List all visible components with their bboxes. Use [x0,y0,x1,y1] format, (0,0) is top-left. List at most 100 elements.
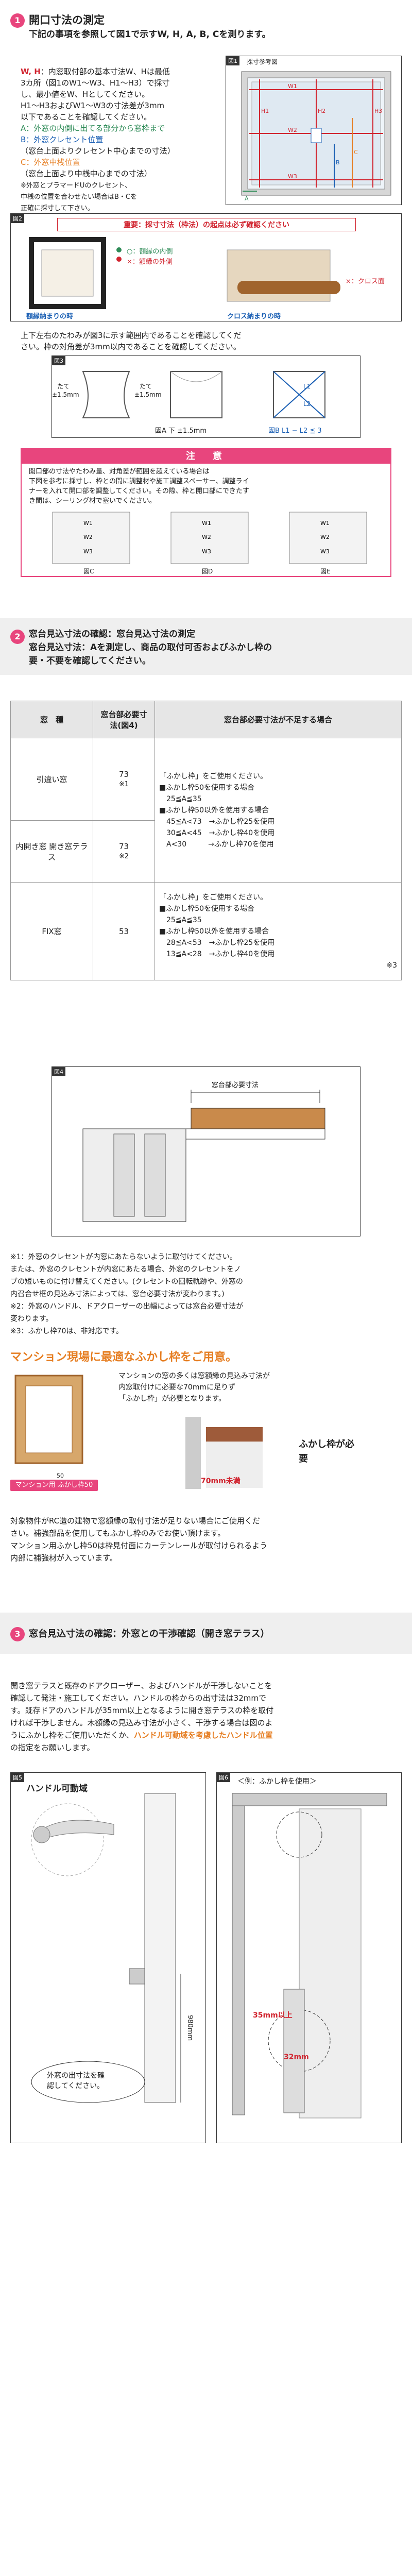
footnote-line: 変わります。 [10,1315,53,1323]
figure-4: 図4 窓台部必要寸法 [52,1066,360,1236]
figure-2-caption-1: 額縁納まりの時 [26,313,74,320]
l1-label: L1 [303,383,311,390]
sill-section-diagram [82,1090,325,1222]
footnote-line: 内召合せ框の見込み寸法によっては、窓台必要寸法が変わります。) [10,1290,225,1298]
row-value: 73※2 [93,820,155,883]
b-description: B：外窓クレセント位置 [21,135,104,144]
caution-caption-e: 図E [320,568,331,575]
caution-caption-c: 図C [83,568,94,575]
figure-4-label: 図4 [52,1067,65,1076]
frame-start-point-diagram [29,237,340,309]
c-detail: （窓台上面より中桟中心までの寸法） [21,169,152,178]
figure-5-title: ハンドル可動域 [26,1784,88,1794]
svg-text:W2: W2 [202,534,211,540]
a-description: A：外窓の内側に出てる部分から窓枠まで [21,124,165,133]
row-mark: ※2 [118,852,129,860]
caution-line: ナーを入れて開口部を調整してください。その際、枠と開口部にできたす [29,487,249,495]
diagonal-line: さい。枠の対角差が3mm以内であることを確認してください。 [21,342,241,351]
figure-a-caption: 図A 下 ±1.5mm [155,427,207,435]
figure-1-title: 採寸参考図 [247,58,278,65]
wh-line: 以下であることを確認してください。 [21,112,151,122]
section-2-bottom-text: 対象物件がRC造の建物で窓額縁の取付寸法が足りない場合にご使用くだ さい。補強部… [10,1515,402,1564]
section-2-title-line: 要・不要を確認してください。 [29,656,151,666]
figure-2-title: 重要：採寸寸法（枠法）の起点は必ず確認ください [57,218,356,231]
desc-line: ■ふかし枠50以外を使用する場合 [159,927,269,936]
row-value-text: 73 [118,769,129,779]
desc-line: ■ふかし枠50を使用する場合 [159,904,255,913]
s3-highlight: ハンドル可動域を考慮したハンドル位置 [133,1731,273,1740]
promo-line: 「ふかし枠」が必要となります。 [118,1395,226,1403]
row-kind: 内開き窓 開き窓テラス [10,820,93,883]
figure-6-32: 32mm [284,2053,309,2061]
section-2-footnotes: ※1：外窓のクレセントが内窓にあたらないように取付けてください。 または、外窓の… [10,1251,402,1337]
frame-size-table: 窓 種 窓台部必要寸法(図4) 窓台部必要寸法が不足する場合 引違い窓 73※1… [10,701,402,980]
section-2-header-band [0,618,412,675]
desc-line: ■ふかし枠50以外を使用する場合 [159,806,269,815]
label-w3: W3 [288,173,297,180]
b-detail: （窓台上面よりクレセント中心までの寸法） [21,146,175,156]
tate-pm-label-2: ±1.5mm [134,391,162,398]
figure-5-980: 980mm [186,2015,194,2041]
section-2-title-line: 窓台見込寸法の確認：窓台見込寸法の測定 [29,629,195,639]
bottom-line: マンション用ふかし枠50は枠見付面にカーテンレールが取付けられるよう [10,1541,268,1550]
row-value-text: 73 [118,841,129,851]
desc-line: 30≦A<45 →ふかし枠40を使用 [159,828,275,837]
col-required-size: 窓台部必要寸法(図4) [93,701,155,738]
bottom-line: 対象物件がRC造の建物で窓額縁の取付寸法が足りない場合にご使用くだ [10,1516,260,1526]
col-shortage-case: 窓台部必要寸法が不足する場合 [154,701,402,738]
desc-line: 25≦A≦35 [159,916,202,924]
row-kind: 引違い窓 [10,738,93,821]
flush-frame-example-diagram [232,1793,387,2119]
label-h2: H2 [318,108,325,114]
promo-frame-image [14,1375,83,1464]
promo-50-label: 50 [57,1472,64,1479]
desc-line: 13≦A<28 →ふかし枠40を使用 [159,950,275,958]
bottom-line: さい。補強部品を使用してもふかし枠のみでお使い頂けます。 [10,1529,226,1538]
row-mark: ※3 [386,961,397,970]
table-row: 内開き窓 開き窓テラス 73※2 [10,820,402,883]
c-note: 中桟の位置を合わせたい場合はB・Cを [21,193,137,201]
tate-label: たて [57,383,70,390]
cross-surface-label: ×：クロス面 [346,278,385,285]
section-3-text: 開き窓テラスと既存のドアクローザー、およびハンドルが干渉しないことを 確認して発… [10,1680,402,1754]
promo-line: 内窓取付けに必要な70mmに足りず [118,1383,236,1392]
desc-line: 「ふかし枠」をご使用ください。 [159,893,267,902]
svg-text:W1: W1 [202,520,211,527]
footnote-line: ※3：ふかし枠70は、非対応です。 [10,1327,124,1335]
handle-range-diagram [31,1793,181,2103]
s3-line: 確認して発注・施工してください。ハンドルの枠からの出寸法は32mmで [10,1693,266,1703]
caution-caption-d: 図D [202,568,213,575]
caution-heading: 注 意 [22,449,390,464]
wh-line: H1〜H3およびW1〜W3の寸法差が3mm [21,101,165,110]
label-w1: W1 [288,83,297,90]
figure-4-dimension-label: 窓台部必要寸法 [212,1081,259,1089]
desc-line: 45≦A<73 →ふかし枠25を使用 [159,817,275,826]
balloon-line: 認してください。 [47,2082,105,2090]
section-2-title-line: 窓台見込寸法：Aを測定し、商品の取付可否およびふかし枠の [29,642,272,653]
promo-title: マンション現場に最適なふかし枠をご用意。 [10,1351,237,1364]
section-3-header-band [0,1613,412,1654]
promo-70-label: 70mm未満 [201,1477,241,1485]
desc-line: ■ふかし枠50を使用する場合 [159,783,255,792]
label-b: B [336,159,340,166]
c-note: 正確に採寸して下さい。 [21,205,94,212]
caution-box: 注 意 開口部の寸法やたわみ量、対角差が範囲を超えている場合は 下図を参考に採寸… [21,448,391,577]
promo-sill-image [185,1417,263,1489]
wh-label: W, H [21,67,41,76]
col-window-type: 窓 種 [10,701,93,738]
wh-line: ：内窓取付部の基本寸法W、Hは最低 [40,67,170,76]
figure-3-label: 図3 [52,356,65,365]
svg-text:W3: W3 [320,548,330,555]
figure-2: 図2 重要：採寸寸法（枠法）の起点は必ず確認ください ○：額縁の内側 ×：額縁の… [10,213,402,321]
figure-1: 図1 採寸参考図 W1 W2 W3 H1 H2 H3 A B C [226,56,402,205]
deflection-diagram [82,371,325,418]
figure-b-caption: 図B L1 − L2 ≦ 3 [268,427,322,435]
footnote-line: ブの短いものに付け替えてください。(クレセントの回転軌跡や、外窓の [10,1278,243,1286]
desc-line: 「ふかし枠」をご使用ください。 [159,772,267,781]
s3-line: うにふかし枠をご使用いただくか、 [10,1731,134,1740]
section-1-lead: 下記の事項を参照して図1で示すW, H, A, B, Cを測ります。 [29,29,271,40]
figure-2-label: 図2 [11,214,24,223]
section-1-number: 1 [10,13,25,28]
label-c: C [354,149,358,156]
